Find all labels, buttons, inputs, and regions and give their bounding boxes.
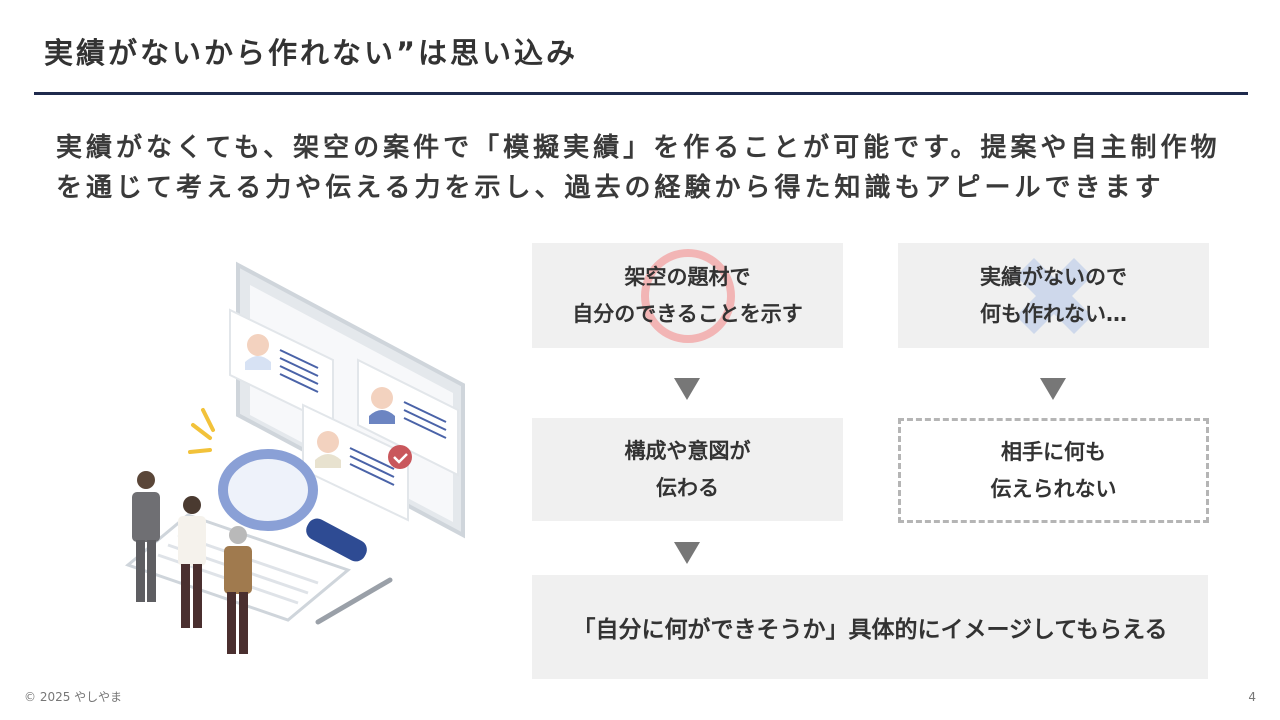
slide-title: 実績がないから作れない”は思い込み xyxy=(44,36,579,70)
triangle-down-icon xyxy=(674,378,700,400)
flow-box-intent-conveyed: 構成や意図が 伝わる xyxy=(532,418,843,521)
profile-card-icon xyxy=(302,403,412,522)
lead-text: 実績がなくても、架空の案件で「模擬実績」を作ることが可能です。提案や自主制作物を… xyxy=(56,133,1221,203)
person-icon xyxy=(132,471,160,602)
copyright: © 2025 やしやま xyxy=(24,690,123,704)
flow-box-intent-conveyed-label: 構成や意図が 伝わる xyxy=(624,438,751,500)
flow-result-label: 「自分に何ができそうか」具体的にイメージしてもらえる xyxy=(572,617,1168,643)
flow-box-no-track-record: 実績がないので 何も作れない… xyxy=(898,243,1209,348)
triangle-down-icon xyxy=(1040,378,1066,400)
person-icon xyxy=(224,526,252,654)
flow-box-nothing-conveyed-label: 相手に何も 伝えられない xyxy=(990,439,1117,501)
page-number: 4 xyxy=(1248,690,1256,704)
circle-mark-icon xyxy=(640,248,735,343)
pen-icon xyxy=(315,577,393,625)
title-divider xyxy=(34,92,1248,95)
flow-box-mock-work-label: 架空の題材で 自分のできることを示す xyxy=(572,264,803,326)
magnifier-icon xyxy=(218,449,367,562)
attention-spark-icon xyxy=(188,408,215,454)
triangle-down-icon xyxy=(674,542,700,564)
flow-box-mock-work: 架空の題材で 自分のできることを示す xyxy=(532,243,843,348)
person-icon xyxy=(178,496,206,628)
profile-card-icon xyxy=(357,358,459,477)
flow-result-box: 「自分に何ができそうか」具体的にイメージしてもらえる xyxy=(532,575,1208,679)
cross-mark-icon xyxy=(1015,257,1092,334)
flow-box-no-track-record-label: 実績がないので 何も作れない… xyxy=(980,264,1127,326)
portfolio-review-illustration xyxy=(124,261,465,654)
flow-box-nothing-conveyed: 相手に何も 伝えられない xyxy=(898,418,1209,523)
